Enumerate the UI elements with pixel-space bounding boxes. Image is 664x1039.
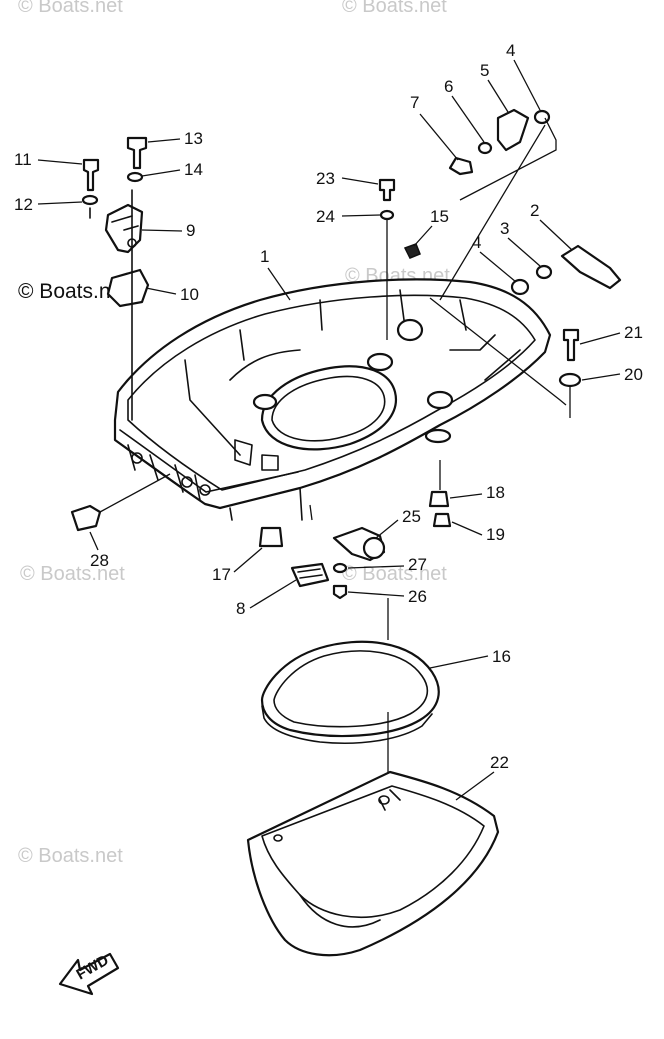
part-lower-fittings: [70, 460, 452, 600]
callout-13: 13: [184, 129, 203, 148]
callout-11: 11: [14, 150, 32, 169]
callouts: 1 2 3 4 4 5 6 7 8 9 10 11 12: [14, 41, 643, 801]
callout-6: 6: [444, 77, 453, 96]
watermark-prominent: © Boats.net: [18, 280, 128, 303]
callout-21: 21: [624, 323, 643, 342]
callout-12: 12: [14, 195, 33, 214]
callout-8: 8: [236, 599, 245, 618]
part-bottom-cowling: [113, 278, 552, 521]
callout-26: 26: [408, 587, 427, 606]
callout-7: 7: [410, 93, 419, 112]
part-lower-cover: [246, 770, 500, 957]
watermark-bottom-left: © Boats.net: [18, 845, 123, 867]
callout-18: 18: [486, 483, 505, 502]
callout-3: 3: [500, 219, 509, 238]
callout-1: 1: [260, 247, 269, 266]
callout-5: 5: [480, 61, 489, 80]
callout-20: 20: [624, 365, 643, 384]
callout-4-upper: 4: [506, 41, 515, 60]
callout-15: 15: [430, 207, 449, 226]
callout-24: 24: [316, 207, 335, 226]
callout-27: 27: [408, 555, 427, 574]
callout-25: 25: [402, 507, 421, 526]
watermark-top-right: © Boats.net: [342, 0, 447, 17]
callout-23: 23: [316, 169, 335, 188]
callout-22: 22: [490, 753, 509, 772]
watermark-right-lower: © Boats.net: [342, 563, 447, 585]
callout-19: 19: [486, 525, 505, 544]
part-lever-group: [429, 108, 622, 406]
part-right-fasteners: [558, 328, 582, 418]
callout-4-lower: 4: [472, 233, 481, 252]
part-top-fasteners: [378, 178, 421, 340]
callout-10: 10: [180, 285, 199, 304]
callout-28: 28: [90, 551, 109, 570]
watermark-top-left: © Boats.net: [18, 0, 123, 17]
forward-arrow: FWD: [58, 952, 120, 996]
part-latch-group: [81, 136, 150, 421]
callout-14: 14: [184, 160, 203, 179]
callout-2: 2: [530, 201, 539, 220]
callout-9: 9: [186, 221, 195, 240]
part-seal-gasket: [260, 598, 440, 790]
callout-16: 16: [492, 647, 511, 666]
watermark-left-lower: © Boats.net: [20, 563, 125, 585]
callout-17: 17: [212, 565, 231, 584]
